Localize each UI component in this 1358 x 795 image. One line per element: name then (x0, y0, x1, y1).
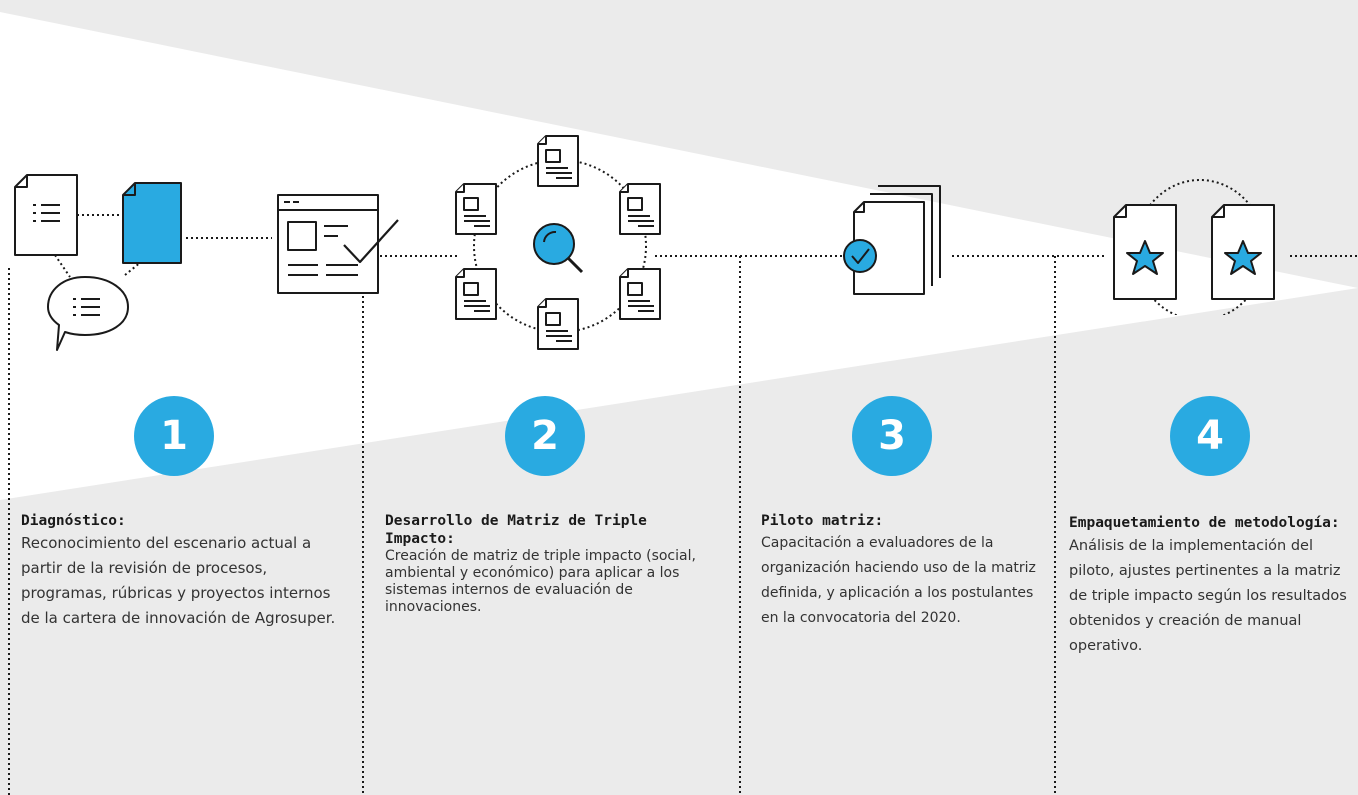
step-2-number-badge: 2 (505, 396, 585, 476)
document-network-magnifier-icon (455, 135, 661, 350)
step-2-description: Creación de matriz de triple impacto (so… (385, 548, 696, 615)
step-3-number-badge: 3 (852, 396, 932, 476)
step-1-number-badge: 1 (134, 396, 214, 476)
step-2-text: Desarrollo de Matriz de Triple Impacto: … (385, 512, 705, 616)
step-1-title: Diagnóstico: (21, 513, 126, 529)
step-1-description: Reconocimiento del escenario actual a pa… (21, 534, 336, 627)
step-2-title: Desarrollo de Matriz de Triple Impacto: (385, 513, 647, 547)
document-stack-check-icon (843, 185, 941, 295)
step-3-description: Capacitación a evaluadores de la organiz… (761, 535, 1036, 626)
star-documents-icon (1113, 179, 1275, 315)
step-3-title: Piloto matriz: (761, 513, 884, 529)
white-wedge (0, 12, 1358, 500)
step-4-text: Empaquetamiento de metodología: Análisis… (1069, 512, 1354, 659)
step-4-number-badge: 4 (1170, 396, 1250, 476)
step-1-text: Diagnóstico: Reconocimiento del escenari… (21, 512, 341, 631)
documents-speech-bubble-icon (14, 174, 182, 351)
step-3-text: Piloto matriz: Capacitación a evaluadore… (761, 512, 1036, 631)
step-4-title: Empaquetamiento de metodología: (1069, 515, 1340, 531)
step-4-description: Análisis de la implementación del piloto… (1069, 538, 1347, 654)
form-checkmark-icon (277, 194, 399, 294)
